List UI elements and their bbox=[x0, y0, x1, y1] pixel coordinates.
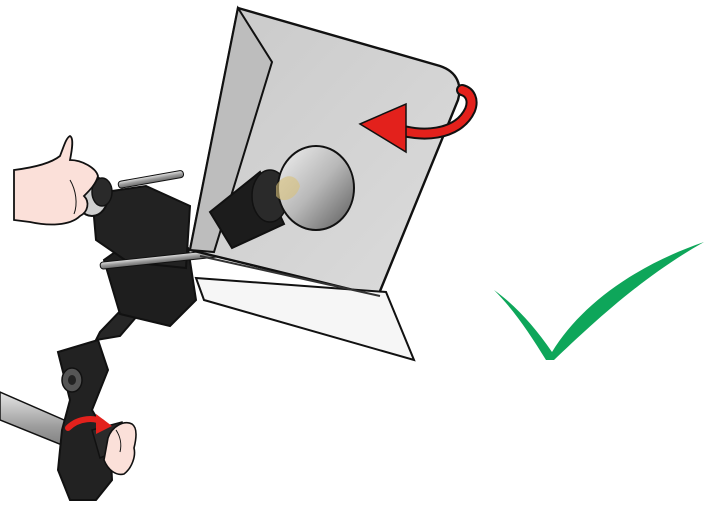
hand-top bbox=[14, 136, 98, 224]
checkmark-icon bbox=[494, 242, 704, 360]
light-bulb-icon bbox=[276, 146, 354, 230]
